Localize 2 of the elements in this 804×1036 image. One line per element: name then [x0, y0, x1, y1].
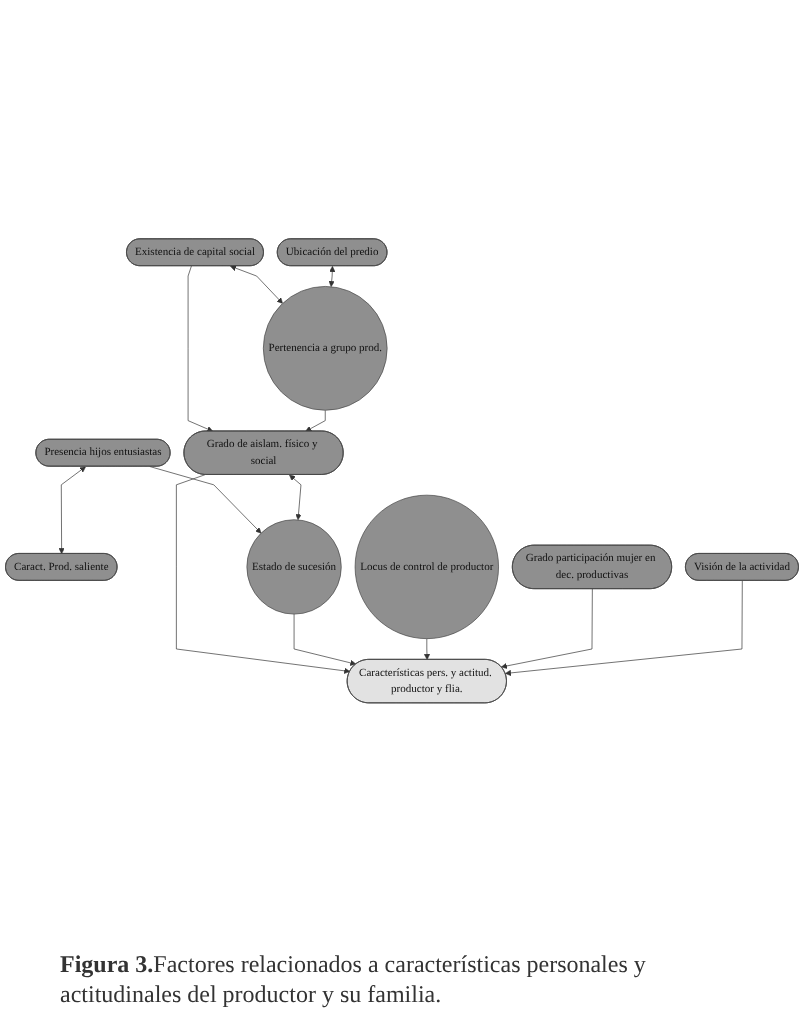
- arrow: [328, 266, 336, 287]
- figure-caption: Figura 3.Factores relacionados a características personales y actitudinales del productor y su familia.: [58, 947, 648, 1013]
